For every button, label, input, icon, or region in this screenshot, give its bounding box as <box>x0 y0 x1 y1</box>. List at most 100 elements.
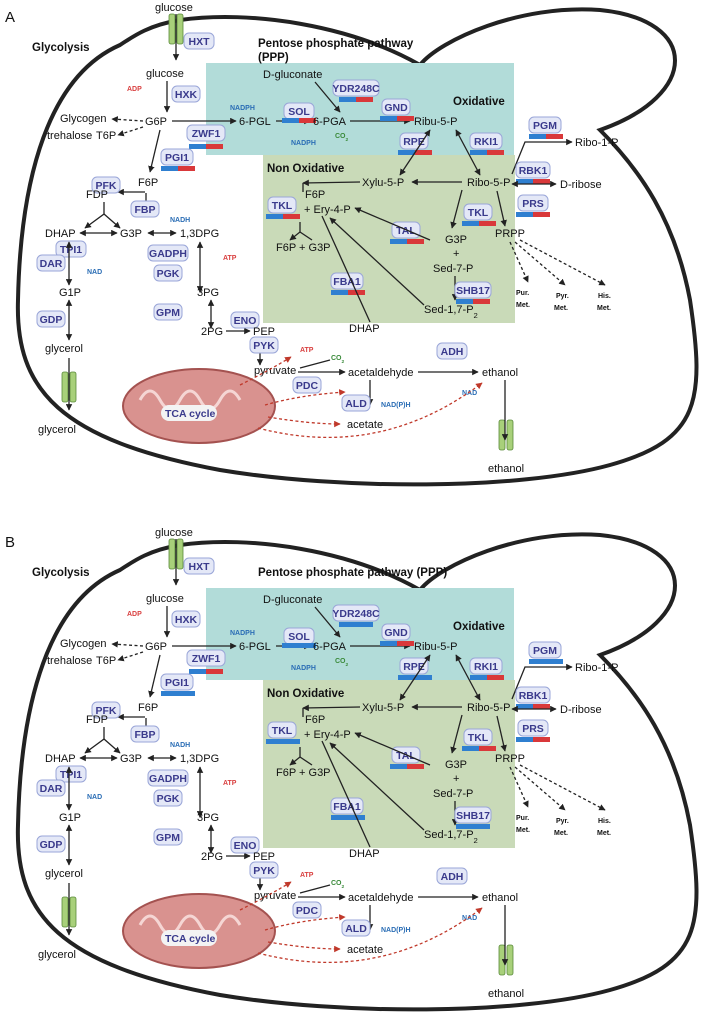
six-phosphogluconate: 6-PGA <box>313 641 347 653</box>
reaction-arrow <box>514 241 566 286</box>
enzyme-badge <box>341 394 371 412</box>
enzyme-tkl: TKL <box>267 721 297 739</box>
enzyme-rbk1: RBK1 <box>515 686 551 704</box>
reaction-arrow <box>496 715 507 752</box>
acetate: acetate <box>347 944 383 956</box>
cofactor-co2: CO2 <box>335 658 349 668</box>
ppp-title-line2: (PPP) <box>258 52 289 64</box>
panel-letter: A <box>5 9 15 26</box>
comparison-bar <box>462 746 496 751</box>
glycerol-external: glycerol <box>38 424 76 436</box>
f6p-ppp: F6P <box>305 714 325 726</box>
comparison-bar <box>189 669 223 674</box>
enzyme-label: FBA1 <box>333 801 361 813</box>
enzyme-label: SOL <box>288 106 310 118</box>
enzyme-ald: ALD <box>341 394 371 412</box>
enzyme-eno: ENO <box>230 311 260 329</box>
comparison-bar-blue <box>470 150 487 155</box>
xylulose-5-phosphate: Xylu-5-P <box>362 177 404 189</box>
enzyme-badge <box>515 686 551 704</box>
acetaldehyde: acetaldehyde <box>348 367 413 379</box>
enzyme-pgi1: PGI1 <box>160 673 194 691</box>
cofactor-co2: CO2 <box>335 133 349 143</box>
enzyme-label: GDP <box>40 314 63 326</box>
reaction-arrow <box>314 81 341 113</box>
enzyme-label: PRS <box>522 723 544 735</box>
enzyme-pyk: PYK <box>249 861 279 879</box>
enzyme-badge <box>130 200 160 218</box>
enzyme-label: DAR <box>40 783 63 795</box>
enzyme-label: RBK1 <box>519 690 548 702</box>
cofactor-nadph: NADPH <box>230 105 255 112</box>
enzyme-badge <box>292 376 322 394</box>
enzyme-ydr248c: YDR248C <box>332 604 380 622</box>
enzyme-label: SOL <box>288 631 310 643</box>
comparison-bar <box>282 643 316 648</box>
tca-cycle-label: TCA cycle <box>165 933 216 945</box>
enzyme-label: HXK <box>175 614 198 626</box>
mitochondrion-cristae <box>138 914 242 936</box>
enzyme-label: PDC <box>296 380 319 392</box>
enzyme-badge <box>91 701 121 719</box>
enzyme-label: TPI1 <box>60 769 82 781</box>
pyruvate: pyruvate <box>254 365 296 377</box>
enzyme-pgm: PGM <box>528 116 562 134</box>
three-phosphoglycerate: 3PG <box>197 287 219 299</box>
enzyme-label: PGK <box>157 793 180 805</box>
dhap: DHAP <box>45 753 76 765</box>
enzyme-badge <box>249 336 279 354</box>
enzyme-ald: ALD <box>341 919 371 937</box>
enzyme-badge <box>183 32 215 50</box>
reaction-arrow <box>299 884 331 894</box>
comparison-bar-blue <box>339 97 356 102</box>
comparison-bar <box>331 290 365 295</box>
enzyme-gpm: GPM <box>153 828 183 846</box>
reaction-arrow <box>519 764 606 811</box>
comparison-bar-blue <box>529 659 563 664</box>
enzyme-rki1: RKI1 <box>469 657 503 675</box>
comparison-bar <box>516 179 550 184</box>
comparison-bar <box>331 815 365 820</box>
channel-half <box>506 944 514 976</box>
purine-met-label: Met. <box>516 827 530 834</box>
cofactor-atp: ATP <box>223 780 237 787</box>
enzyme-dar: DAR <box>36 779 66 797</box>
oxidative-title: Oxidative <box>453 96 505 108</box>
comparison-bar-red <box>407 764 424 769</box>
comparison-bar-blue <box>516 212 533 217</box>
cofactor-nadph-2: NADPH <box>291 665 316 672</box>
enzyme-label: TKL <box>468 732 489 744</box>
enzyme-badge <box>153 303 183 321</box>
comparison-bar <box>390 764 424 769</box>
enzyme-label: PFK <box>96 705 117 717</box>
enzyme-label: ENO <box>234 315 257 327</box>
reaction-arrow <box>148 129 161 173</box>
non-oxidative-title: Non Oxidative <box>267 688 344 700</box>
mitochondrion: TCA cycle <box>122 893 276 969</box>
enzyme-badge <box>515 161 551 179</box>
enzyme-zwf1: ZWF1 <box>186 124 226 142</box>
enzyme-label: PGI1 <box>165 677 189 689</box>
comparison-bar-blue <box>161 166 178 171</box>
reaction-arrow <box>111 641 144 648</box>
comparison-bar-blue <box>529 134 546 139</box>
reaction-arrow <box>117 651 144 662</box>
enzyme-hxt: HXT <box>183 557 215 575</box>
channel-half <box>176 538 184 570</box>
d-gluconate: D-gluconate <box>263 69 322 81</box>
cofactor-adp: ADP <box>127 86 142 93</box>
enzyme-gdp: GDP <box>36 310 66 328</box>
comparison-bar <box>470 675 504 680</box>
comparison-bar <box>516 737 550 742</box>
one-three-bisphosphoglycerate: 1,3DPG <box>180 753 219 765</box>
enzyme-gdp: GDP <box>36 835 66 853</box>
enzyme-label: FBP <box>135 729 156 741</box>
pep: PEP <box>253 851 275 863</box>
f6p: F6P <box>138 177 158 189</box>
acetaldehyde-to-mito-arrow <box>264 914 346 931</box>
prpp: PRPP <box>495 228 525 240</box>
comparison-bar-blue <box>189 144 206 149</box>
enzyme-badge <box>153 828 183 846</box>
